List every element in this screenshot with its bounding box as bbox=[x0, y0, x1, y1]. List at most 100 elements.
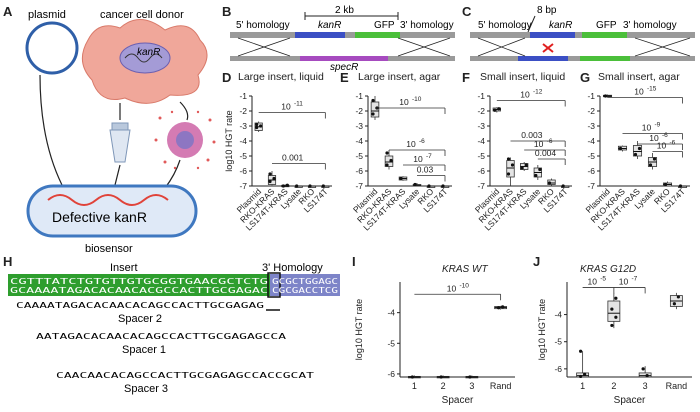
j-x-tick-label: 3 bbox=[643, 381, 648, 391]
panel-letter-e: E bbox=[340, 70, 349, 85]
g-pvalue-label: 10 bbox=[642, 123, 652, 133]
b-gfp-label: GFP bbox=[374, 20, 395, 31]
f-box bbox=[506, 160, 515, 178]
g-data-point bbox=[652, 157, 657, 161]
d-y-tick-label: -1 bbox=[239, 91, 247, 101]
b-specr-block bbox=[300, 56, 388, 61]
h-homology-top-seq: GCGCTGGAGC bbox=[272, 277, 338, 286]
g-data-point bbox=[663, 182, 668, 187]
c-gfp-block bbox=[582, 32, 627, 38]
f-data-point bbox=[497, 107, 501, 111]
c-crossover-lines bbox=[477, 37, 691, 57]
scale-label: 2 kb bbox=[335, 5, 354, 16]
charts-layer: Large insert, liquid-1-2-3-4-5-6-7log10 … bbox=[224, 71, 692, 406]
j-chart-title: KRAS G12D bbox=[580, 264, 636, 275]
h-insert-top-seq: CGTTTATCTGTGTTGTGCGGTGAACGCTCTG bbox=[10, 277, 268, 286]
f-y-tick-label: -5 bbox=[477, 151, 485, 161]
panel-c: 8 bp 5' homology kanR GFP 3' homology bbox=[470, 5, 695, 61]
dna-strand-icon bbox=[124, 53, 163, 63]
e-y-tick-label: -5 bbox=[355, 151, 363, 161]
e-data-point bbox=[413, 182, 417, 187]
g-pvalue-label: 10 bbox=[634, 87, 644, 97]
i-data-point bbox=[410, 375, 414, 379]
j-pvalue-exponent: -5 bbox=[600, 275, 606, 282]
j-data-point bbox=[676, 295, 680, 299]
d-y-tick-label: -6 bbox=[239, 166, 247, 176]
j-x-tick-label: 1 bbox=[580, 381, 585, 391]
g-data-point bbox=[618, 146, 623, 151]
g-data-point bbox=[678, 184, 683, 188]
i-data-point bbox=[497, 306, 501, 310]
j-data-point bbox=[610, 307, 614, 311]
j-box bbox=[607, 300, 621, 322]
i-pvalue-exponent: -10 bbox=[460, 282, 470, 289]
d-data-point bbox=[259, 124, 263, 128]
f-pvalue-label: 10 bbox=[534, 139, 544, 149]
g-y-tick-label: -5 bbox=[587, 151, 595, 161]
e-data-point bbox=[385, 151, 389, 155]
f-data-point bbox=[520, 166, 524, 170]
d-data-point bbox=[295, 184, 299, 188]
d-y-tick-label: -2 bbox=[239, 106, 247, 116]
tube-cap-icon bbox=[111, 122, 129, 131]
d-pvalue-exponent: -11 bbox=[294, 101, 303, 108]
spacer3-label: Spacer 3 bbox=[124, 383, 168, 395]
g-chart-title: Small insert, agar bbox=[598, 71, 680, 83]
panel-letter-d: D bbox=[222, 70, 231, 85]
i-y-tick-label: -5 bbox=[387, 338, 395, 348]
e-pvalue-label: 10 bbox=[399, 97, 409, 107]
panel-b: 2 kb 5' homology kanR GFP 3' homology sp… bbox=[230, 5, 455, 73]
plasmid-circle-icon bbox=[25, 21, 79, 75]
b-homology3-label: 3' homology bbox=[400, 20, 454, 31]
j-box bbox=[638, 372, 652, 378]
panel-h: Insert 3' Homology CGTTTATCTGTGTTGTGCGGT… bbox=[8, 262, 340, 395]
h-insert-bottom-seq: GCAAAATAGACACAACACGCCACTTGCGAGAC bbox=[10, 286, 268, 295]
c-bottom-gfp-block bbox=[580, 56, 630, 61]
h-homology-block bbox=[270, 274, 340, 296]
e-box bbox=[370, 101, 380, 118]
g-pvalue-exponent: -15 bbox=[647, 86, 657, 93]
g-y-tick-label: -4 bbox=[587, 136, 595, 146]
e-box bbox=[384, 155, 394, 167]
e-data-point bbox=[427, 184, 431, 188]
f-y-tick-label: -2 bbox=[477, 106, 485, 116]
b-crossover-lines bbox=[237, 37, 451, 57]
d-y-tick-label: -5 bbox=[239, 151, 247, 161]
j-data-point bbox=[645, 374, 649, 378]
d-data-point bbox=[268, 172, 272, 176]
f-data-point bbox=[538, 167, 542, 172]
e-y-tick-label: -2 bbox=[355, 106, 363, 116]
b-kanr-block bbox=[295, 32, 345, 38]
j-data-point bbox=[579, 374, 583, 379]
e-y-tick-label: -6 bbox=[355, 166, 363, 176]
h-insert-label: Insert bbox=[110, 262, 138, 274]
f-data-point bbox=[534, 173, 538, 178]
donor-label: cancer cell donor bbox=[100, 9, 184, 21]
g-data-point bbox=[637, 146, 642, 151]
d-data-point bbox=[308, 184, 312, 188]
lysed-nucleus-icon bbox=[176, 131, 194, 149]
spacer1-label: Spacer 1 bbox=[122, 344, 166, 356]
j-data-point bbox=[579, 349, 583, 353]
tube-icon bbox=[109, 129, 131, 163]
panel-letter-h: H bbox=[3, 254, 12, 269]
g-y-tick-label: -6 bbox=[587, 166, 595, 176]
e-pvalue-label: 10 bbox=[413, 154, 423, 164]
d-data-point bbox=[281, 184, 285, 188]
j-data-point bbox=[583, 372, 587, 376]
j-data-point bbox=[614, 296, 618, 300]
i-data-point bbox=[439, 375, 443, 379]
donor-gene-label: kanR bbox=[137, 47, 160, 58]
f-y-tick-label: -4 bbox=[477, 136, 485, 146]
d-data-point bbox=[255, 122, 259, 127]
c-kanr-label: kanR bbox=[549, 20, 572, 31]
j-y-tick-label: -4 bbox=[554, 310, 562, 320]
spacer3-seq: CAACAACACAGCCACTTGCGAGAGCCACCGCAT bbox=[56, 371, 314, 380]
g-pvalue-exponent: -6 bbox=[670, 140, 676, 147]
panel-letter-f: F bbox=[462, 70, 470, 85]
j-data-point bbox=[641, 367, 645, 371]
g-data-point bbox=[633, 152, 638, 157]
j-x-axis-label: Spacer bbox=[614, 395, 646, 406]
i-y-tick-label: -4 bbox=[387, 308, 395, 318]
